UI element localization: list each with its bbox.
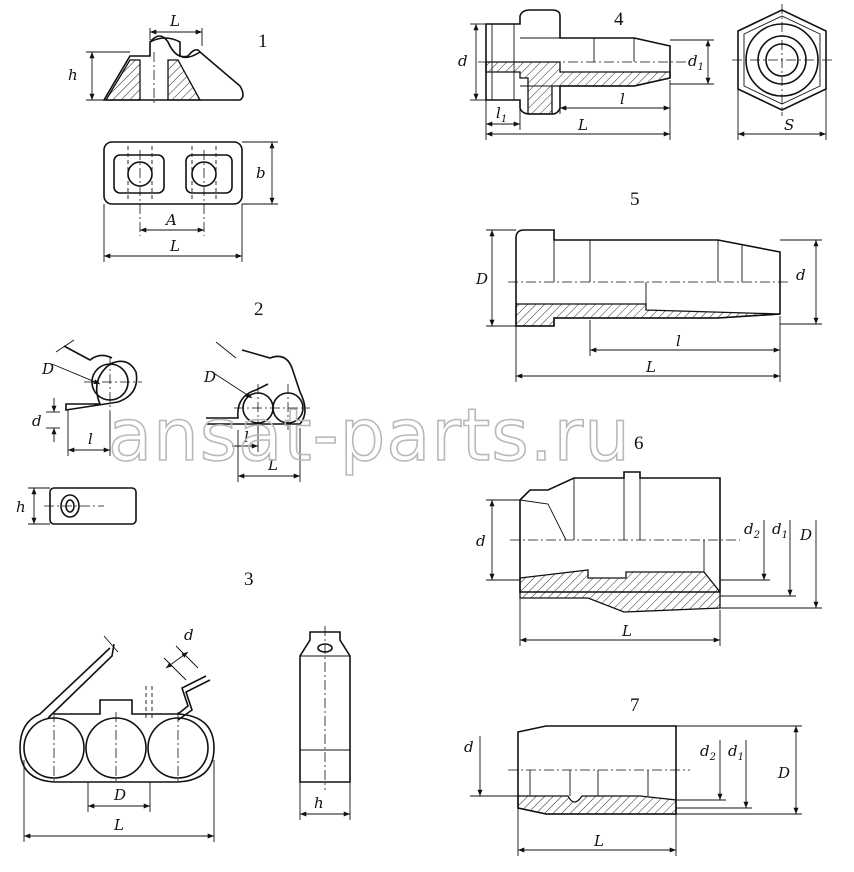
figure-2-label-h: h <box>16 498 26 516</box>
figure-2-clip-side-view: h <box>16 487 137 525</box>
figure-1-number: 1 <box>258 31 268 52</box>
figure-3-number: 3 <box>244 569 254 590</box>
figure-5-nipple: 5 D d l L <box>475 189 822 382</box>
figure-5-label-L: L <box>645 358 656 376</box>
figure-6-number: 6 <box>634 433 644 454</box>
figure-2-single-clip: D d l <box>32 339 142 456</box>
figure-4-union-nipple: 4 d d1 l1 l <box>458 4 834 140</box>
figure-3-triple-clip: 3 d D L <box>19 569 351 842</box>
figure-7-label-d1: d1 <box>728 742 744 763</box>
figure-6-label-d2: d2 <box>744 520 760 541</box>
figure-1-label-L-top: L <box>169 12 180 30</box>
figure-2-label-L: L <box>267 456 278 474</box>
figure-3-label-D: D <box>113 786 126 804</box>
figure-4-number: 4 <box>614 9 624 30</box>
figure-1-clamp-block: 1 L h <box>68 12 278 262</box>
figure-4-label-l1: l1 <box>496 104 507 125</box>
figure-7-bushing: 7 d d2 d1 D L <box>464 695 802 856</box>
figure-7-number: 7 <box>630 695 640 716</box>
figure-3-front-view: d D L <box>19 626 215 842</box>
figure-7-label-D: D <box>777 764 790 782</box>
figure-1-label-h: h <box>68 66 78 84</box>
figure-4-label-d1: d1 <box>688 52 704 73</box>
figure-5-label-d: d <box>796 266 806 284</box>
figure-6-label-d1: d1 <box>772 520 788 541</box>
figure-6-label-D: D <box>799 526 812 544</box>
figure-5-label-D: D <box>475 270 488 288</box>
figure-2-wire-clips: 2 D d l <box>16 299 310 525</box>
figure-6-label-L: L <box>621 622 632 640</box>
figure-4-label-d: d <box>458 52 468 70</box>
figure-3-label-L: L <box>113 816 124 834</box>
figure-2-label-l-right: l <box>244 428 249 446</box>
figure-4-label-L: L <box>577 116 588 134</box>
figure-2-number: 2 <box>254 299 264 320</box>
figure-6-union-nut: 6 d d2 d1 D L <box>476 433 822 646</box>
figure-1-label-A: A <box>164 211 177 229</box>
figure-3-label-d: d <box>184 626 194 644</box>
figure-1-plan-view: A L b <box>103 141 278 262</box>
figure-1-side-view: L h <box>68 12 244 106</box>
figure-2-label-d: d <box>32 412 42 430</box>
figure-4-section-view: d d1 l1 l L <box>458 9 714 140</box>
watermark-text: ansat-parts.ru <box>108 393 631 477</box>
figure-7-label-d: d <box>464 738 474 756</box>
figure-2-label-l-left: l <box>88 430 93 448</box>
figure-7-label-d2: d2 <box>700 742 716 763</box>
figure-5-label-l: l <box>676 332 681 350</box>
figure-5-number: 5 <box>630 189 640 210</box>
figure-1-label-b: b <box>256 164 266 182</box>
figure-4-label-S: S <box>784 116 794 134</box>
figure-1-label-L-bottom: L <box>169 237 180 255</box>
figure-2-label-D-left: D <box>41 360 54 378</box>
figure-2-label-D-right: D <box>203 368 216 386</box>
figure-7-label-L: L <box>593 832 604 850</box>
figure-6-label-d: d <box>476 532 486 550</box>
figure-4-label-l: l <box>620 90 625 108</box>
figure-4-hex-end-view: S <box>732 4 834 140</box>
figure-3-side-view: h <box>299 626 351 820</box>
figure-2-double-clip: D l L <box>203 341 310 482</box>
figure-3-label-h: h <box>314 794 324 812</box>
